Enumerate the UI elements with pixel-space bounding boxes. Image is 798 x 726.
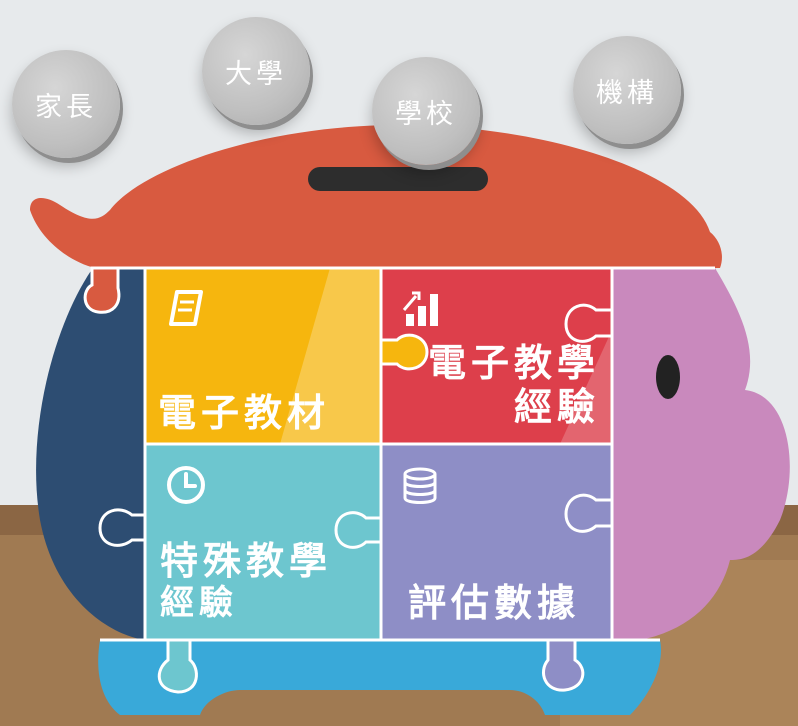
pig-top-piece [30,125,722,268]
database-icon [403,467,437,504]
coin-label: 機構 [596,77,658,109]
coin-label: 家長 [35,91,97,123]
pig-eye [656,355,680,399]
label-special-ed: 特殊教學 經驗 [160,539,333,623]
label-line: 特殊教學 [160,539,333,583]
book-icon [169,290,203,326]
coin-institution: 機構 [573,36,681,144]
pig-snout-piece [612,268,790,640]
label-e-teaching: 電子教學 經驗 [420,341,600,429]
coin-university: 大學 [202,17,310,125]
label-line: 電子教學 [427,341,600,385]
coin-label: 學校 [395,98,457,130]
pig-bottom-piece [98,640,661,715]
label-e-materials: 電子教材 [158,391,331,435]
piece-e-materials [145,268,381,444]
coin-parents: 家長 [12,50,120,158]
piece-assessment [381,444,612,640]
coin-slot [308,167,488,191]
label-line: 經驗 [160,582,238,623]
coin-school: 學校 [372,57,480,165]
clock-icon [167,466,205,504]
bar-chart-icon [402,291,438,326]
label-assessment: 評估數據 [408,581,581,625]
coin-label: 大學 [225,58,287,90]
label-line: 經驗 [513,384,600,429]
